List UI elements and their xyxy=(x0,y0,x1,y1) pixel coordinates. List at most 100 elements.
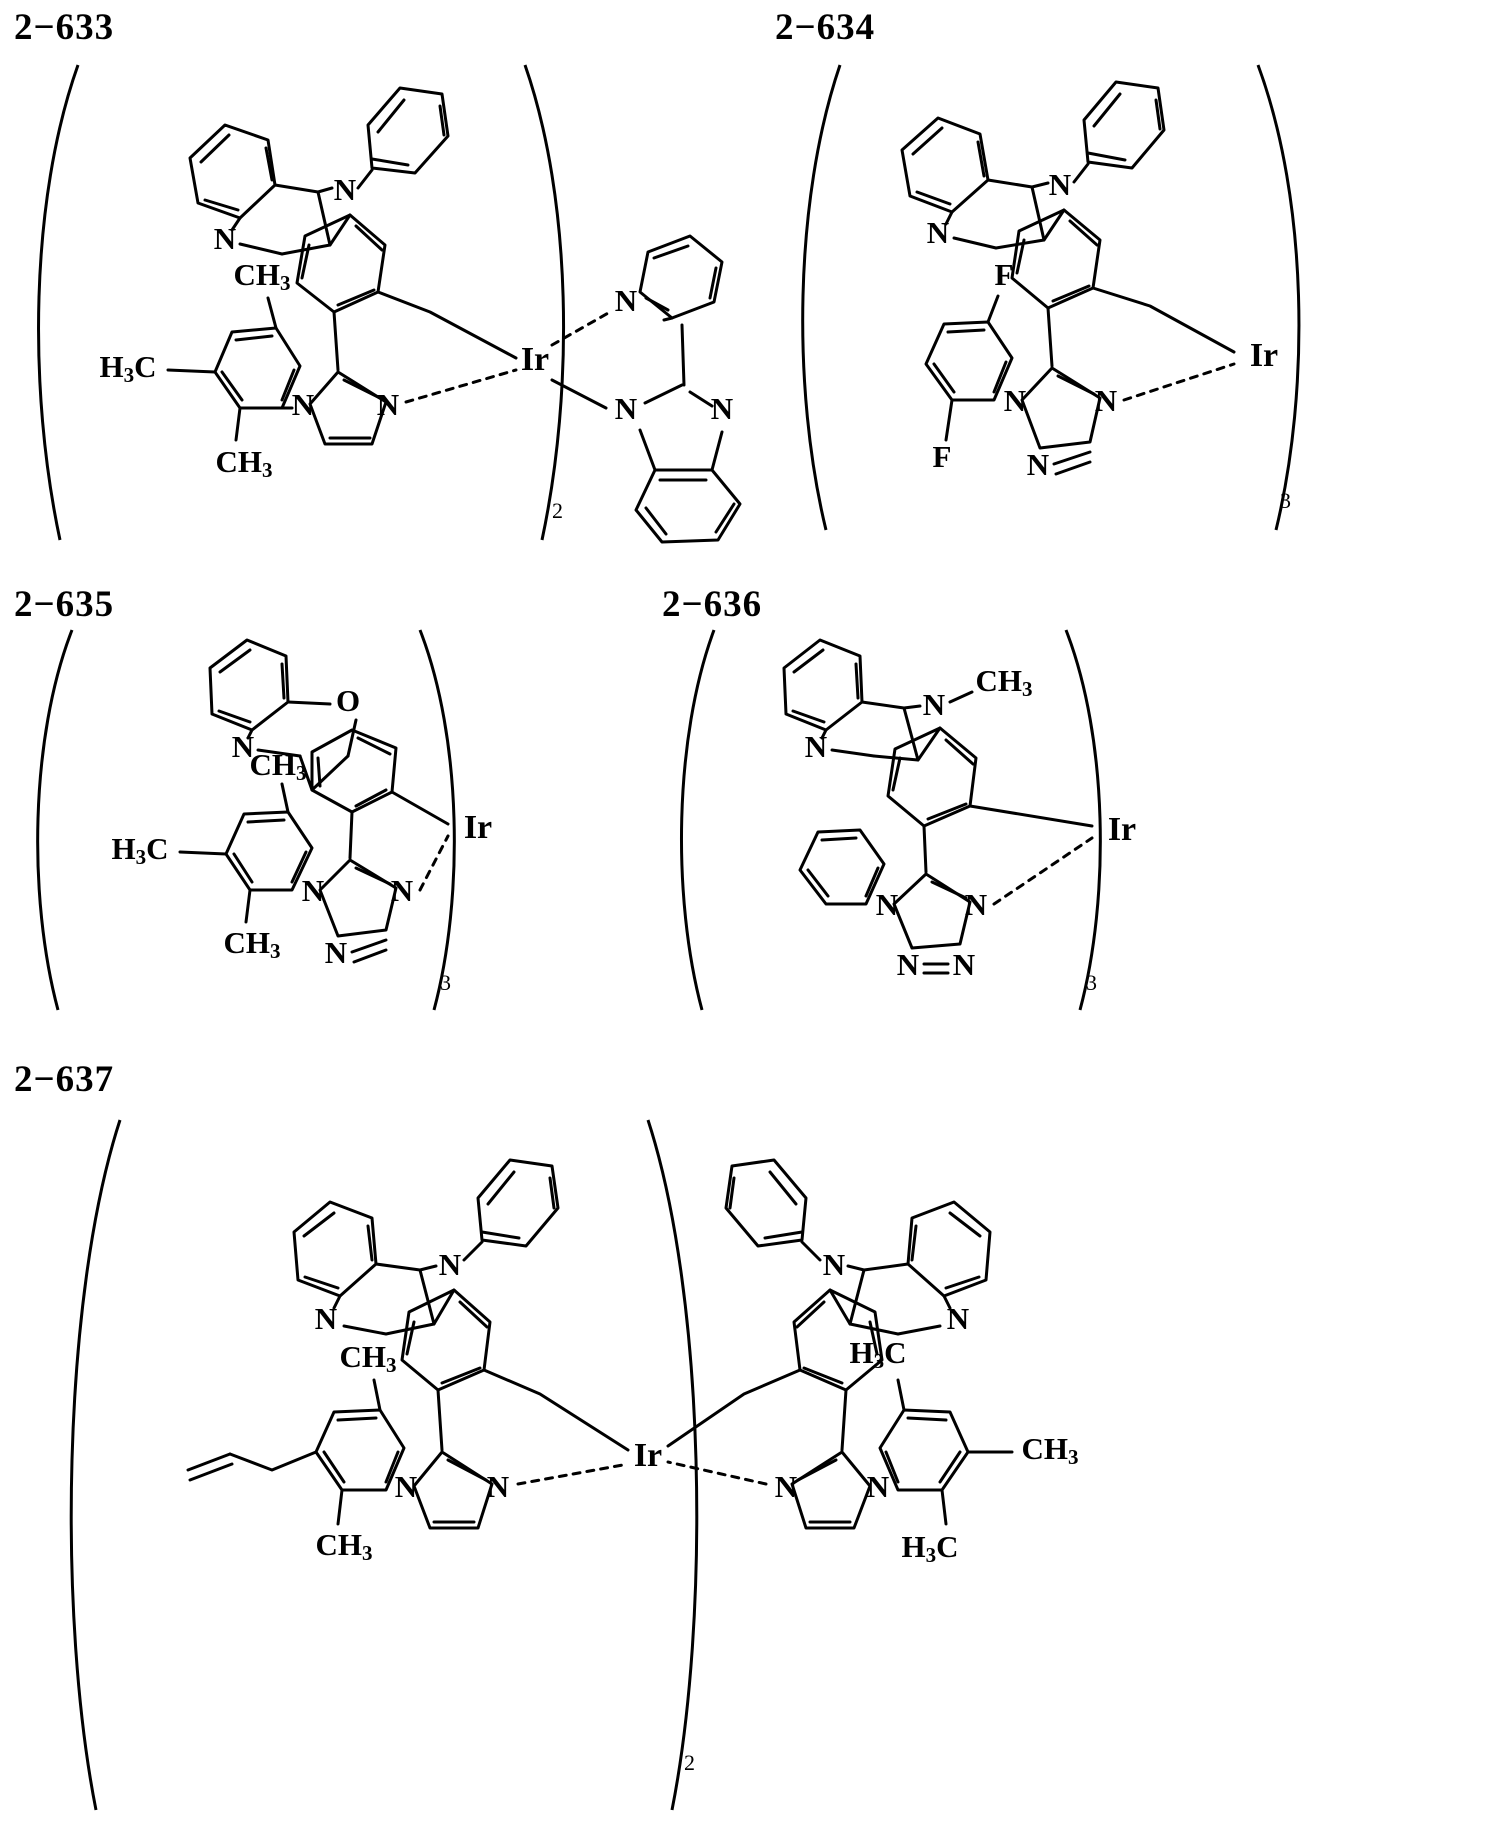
pyridine-ring-right-2-637 xyxy=(906,1200,992,1298)
bond-Ir-to-benzimid-2-633 xyxy=(550,378,608,410)
atom-N-carbazole-2-633: N xyxy=(334,172,356,207)
bracket-left-2-636 xyxy=(679,629,716,1011)
atom-N3-imidazole-right-2-637: N xyxy=(775,1469,797,1504)
bracket-left-2-637 xyxy=(69,1119,122,1811)
atom-Ir-2-633: Ir xyxy=(521,341,549,378)
tetrazole-ring-2-636 xyxy=(892,872,972,950)
structure-2-636: 3 N N CH3 N N N N xyxy=(648,618,1208,1018)
bond-C2-pyridine-2-633 xyxy=(680,323,686,387)
bond-aryl-to-Ir-2-635 xyxy=(390,790,450,826)
bracket-right-2-636 xyxy=(1064,629,1102,1011)
benzo-benzimidazole-2-633 xyxy=(634,468,742,544)
bond-CH3-upper-left-2-637 xyxy=(372,1378,382,1412)
atom-N3-benzimidazole-2-633: N xyxy=(711,391,733,426)
atom-N3-imidazole-2-633: N xyxy=(377,387,399,422)
bracket-right-2-634 xyxy=(1256,64,1301,531)
bond-aryl-to-Ir-2-636 xyxy=(968,804,1094,828)
atom-N-pyridine-left-2-637: N xyxy=(315,1301,337,1336)
atom-N-carbazole-2-634: N xyxy=(1049,167,1071,202)
bond-F-lower-2-634 xyxy=(944,398,954,442)
structure-2-634: 3 N N N N N xyxy=(760,40,1510,540)
coordination-left-N-Ir-2-637 xyxy=(516,1462,630,1486)
phenyl-top-2-634 xyxy=(1082,80,1166,170)
structure-2-637: 2 N N N N xyxy=(0,1098,1510,1818)
atom-Ir-2-637: Ir xyxy=(634,1437,662,1474)
structure-label-2-637: 2−637 xyxy=(14,1059,115,1100)
triazole-ring-2-635 xyxy=(318,858,398,938)
atom-H3C-lower-right-2-637: H3C xyxy=(901,1529,958,1567)
atom-N2-triazole-2-634: N xyxy=(1027,447,1049,482)
atom-N1-triazole-2-635: N xyxy=(302,873,324,908)
phenyl-top-2-633 xyxy=(366,86,450,175)
bond-aryl-to-Ir-2-634 xyxy=(1091,286,1236,354)
atom-N1-imidazole-left-2-637: N xyxy=(395,1469,417,1504)
bracket-right-2-637 xyxy=(646,1119,699,1811)
structure-2-633: 2 N N N N xyxy=(0,40,760,550)
atom-F-upper-2-634: F xyxy=(995,257,1014,292)
atom-CH3-upper-2-633: CH3 xyxy=(234,257,291,295)
bracket-subscript-2-636: 3 xyxy=(1086,970,1097,995)
bracket-subscript-2-634: 3 xyxy=(1280,488,1291,513)
phenyl-ring-2-636 xyxy=(798,828,886,906)
aryl-right-2-637 xyxy=(878,1408,970,1492)
bracket-right-2-635 xyxy=(418,629,456,1011)
mesityl-ring-2-633 xyxy=(213,326,302,410)
bond-H3C-para-2-635 xyxy=(178,850,228,856)
benzo-ring-2-636 xyxy=(886,726,978,828)
bond-to-triazole-2-635 xyxy=(348,810,354,860)
triazole-ring-2-634 xyxy=(1020,366,1102,450)
atom-CH3-lower-left-2-637: CH3 xyxy=(316,1527,373,1565)
structure-label-2-636: 2−636 xyxy=(662,584,763,625)
atom-N-carbazole-left-2-637: N xyxy=(439,1247,461,1282)
structure-2-635: 3 N O N N N CH3 xyxy=(0,618,560,1018)
difluorophenyl-ring-2-634 xyxy=(924,320,1014,402)
atom-N-carbazole-right-2-637: N xyxy=(823,1247,845,1282)
atom-N-pyridine-right-2-637: N xyxy=(947,1301,969,1336)
atom-F-lower-2-634: F xyxy=(933,439,952,474)
bond-H3C-lower-right-2-637 xyxy=(940,1488,948,1526)
bond-N1-C2-2-633 xyxy=(643,383,684,405)
bond-to-tetrazole-2-636 xyxy=(922,824,928,874)
benzo-ring-2-635 xyxy=(310,728,398,814)
pyridine-ring-2-635 xyxy=(208,638,290,732)
atom-O-furan-2-635: O xyxy=(336,683,360,718)
pyridine-ring-2-636 xyxy=(782,638,864,732)
structure-label-2-634: 2−634 xyxy=(775,7,876,48)
structure-label-2-635: 2−635 xyxy=(14,584,115,625)
atom-N-pyridine-anc-2-633: N xyxy=(615,283,637,318)
bond-aryl-to-Ir-2-633 xyxy=(376,290,518,360)
bond-CH3-lower-2-633 xyxy=(234,406,242,442)
atom-N1-benzimidazole-2-633: N xyxy=(615,391,637,426)
atom-CH3-upper-2-635: CH3 xyxy=(250,747,307,785)
phenyl-left-2-637 xyxy=(476,1158,560,1248)
bond-to-triazole-2-634 xyxy=(1046,306,1054,368)
aryl-left-2-637 xyxy=(314,1408,406,1492)
coordination-N-Ir-2-633 xyxy=(404,368,518,404)
bond-to-imidazole-right-2-637 xyxy=(840,1388,848,1452)
pyridine-ring-2-633 xyxy=(188,123,277,220)
bracket-subscript-2-637: 2 xyxy=(684,1750,695,1775)
atom-N1-triazole-2-634: N xyxy=(1004,383,1026,418)
atom-N3-imidazole-left-2-637: N xyxy=(487,1469,509,1504)
mesityl-ring-2-635 xyxy=(224,810,314,892)
pyridine-ring-2-634 xyxy=(900,116,990,214)
bond-to-O-2-635 xyxy=(286,700,332,706)
bond-F-upper-2-634 xyxy=(986,294,1000,324)
atom-N4-tetrazole-2-636: N xyxy=(965,887,987,922)
atom-H3C-para-2-633: H3C xyxy=(99,349,156,387)
bracket-left-2-633 xyxy=(37,64,80,541)
atom-CH3-lower-2-633: CH3 xyxy=(216,444,273,482)
bond-H3C-upper-right-2-637 xyxy=(896,1378,906,1412)
atom-Ir-2-634: Ir xyxy=(1250,337,1278,374)
bond-aryl-left-to-Ir-2-637 xyxy=(482,1368,630,1452)
allyl-chain-2-637 xyxy=(228,1450,318,1472)
atom-Ir-2-635: Ir xyxy=(464,809,492,846)
coordination-N-Ir-2-634 xyxy=(1122,362,1236,402)
bond-to-imidazole-left-2-637 xyxy=(436,1388,444,1452)
bracket-right-2-633 xyxy=(523,64,566,541)
coordination-N-Ir-2-635 xyxy=(418,834,450,892)
atom-N1-imidazole-right-2-637: N xyxy=(867,1469,889,1504)
bracket-left-2-634 xyxy=(801,64,842,531)
atom-CH3-lower-2-635: CH3 xyxy=(224,925,281,963)
